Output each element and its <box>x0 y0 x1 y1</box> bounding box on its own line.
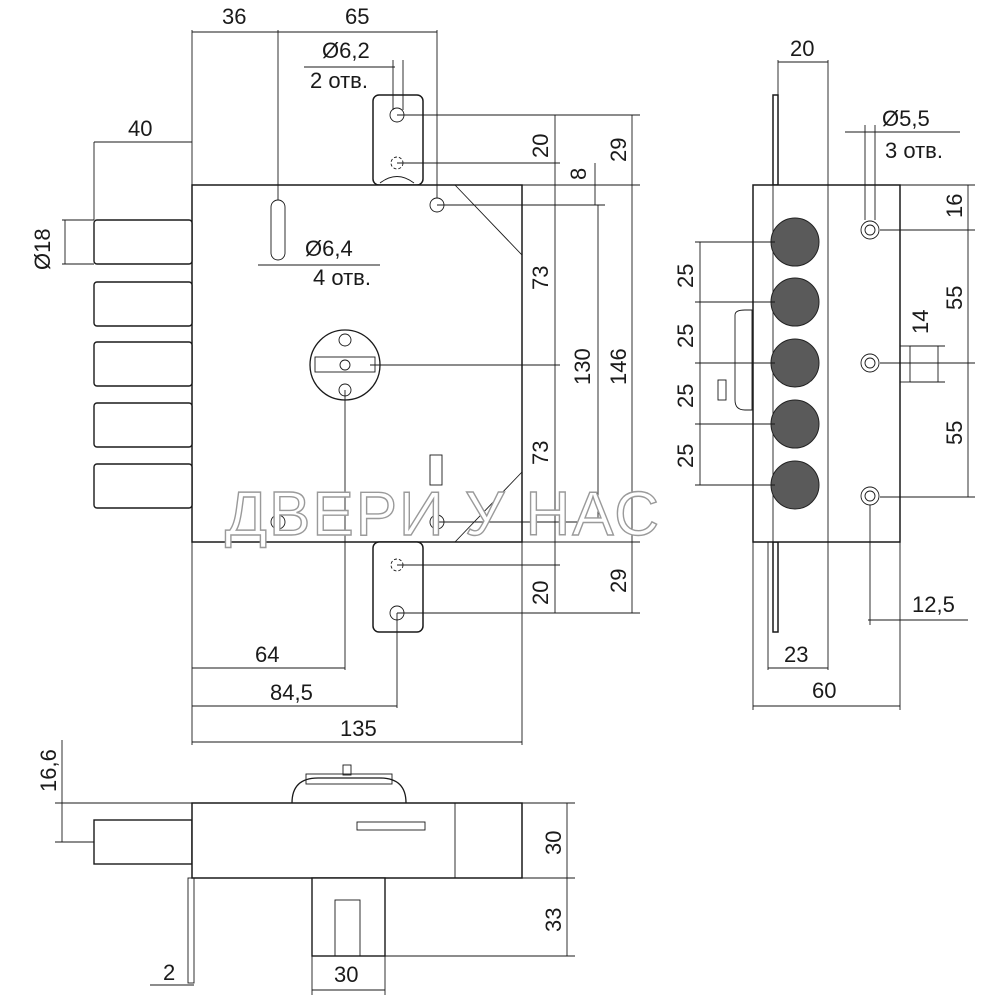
side-hole-count: 3 отв. <box>885 138 943 163</box>
dim-73-bottom: 73 <box>528 441 553 465</box>
bottom-dim-30-height: 30 <box>541 831 566 855</box>
dim-40: 40 <box>128 116 152 141</box>
side-dim-55-top: 55 <box>942 286 967 310</box>
side-dim-60: 60 <box>812 678 836 703</box>
bottom-dim-33: 33 <box>541 908 566 932</box>
dim-29-bottom: 29 <box>606 569 631 593</box>
dim-20-bottom: 20 <box>528 581 553 605</box>
bolt-pitch-3: 25 <box>673 384 698 408</box>
bottom-view: 16,6 30 33 2 30 <box>36 740 575 995</box>
side-bolts <box>770 217 820 510</box>
bottom-dim-16-6: 16,6 <box>36 749 61 792</box>
hole-count-62: 2 отв. <box>310 68 368 93</box>
side-dim-16: 16 <box>942 194 967 218</box>
dim-29-top: 29 <box>606 138 631 162</box>
side-dim-23: 23 <box>784 642 808 667</box>
bottom-dim-30-width: 30 <box>334 962 358 987</box>
dim-73-top: 73 <box>528 266 553 290</box>
front-dimensions <box>62 30 640 745</box>
bolt-pitch-4: 25 <box>673 444 698 468</box>
dim-146: 146 <box>606 348 631 385</box>
dim-135: 135 <box>340 716 377 741</box>
hole-diameter-62: Ø6,2 <box>322 38 370 63</box>
dim-36: 36 <box>222 4 246 29</box>
side-dim-20: 20 <box>790 36 814 61</box>
side-hole-diameter: Ø5,5 <box>882 106 930 131</box>
dim-84-5: 84,5 <box>270 680 313 705</box>
bolts <box>93 219 193 509</box>
bottom-dim-2: 2 <box>163 960 175 985</box>
bolt-pitch-1: 25 <box>673 264 698 288</box>
watermark: ДВЕРИ У НАС <box>225 480 661 549</box>
dim-8: 8 <box>566 168 591 180</box>
side-dimensions <box>695 60 975 710</box>
dim-130: 130 <box>570 348 595 385</box>
dim-65: 65 <box>345 4 369 29</box>
bolt-pitch-2: 25 <box>673 324 698 348</box>
bottom-dimensions <box>55 740 575 995</box>
hole-diameter-64: Ø6,4 <box>305 236 353 261</box>
lock-case <box>191 184 523 543</box>
hole-count-64: 4 отв. <box>313 265 371 290</box>
side-view: 20 Ø5,5 3 отв. 16 25 25 25 25 55 14 55 1… <box>673 36 975 710</box>
front-view: 36 65 40 Ø6,2 2 отв. Ø18 Ø6,4 4 отв. 20 … <box>30 4 640 745</box>
bolt-diameter: Ø18 <box>30 228 55 270</box>
dim-64: 64 <box>255 642 279 667</box>
side-dim-55-bottom: 55 <box>942 421 967 445</box>
dim-20-top: 20 <box>528 134 553 158</box>
side-dim-12-5: 12,5 <box>912 592 955 617</box>
side-dim-14: 14 <box>908 310 933 334</box>
